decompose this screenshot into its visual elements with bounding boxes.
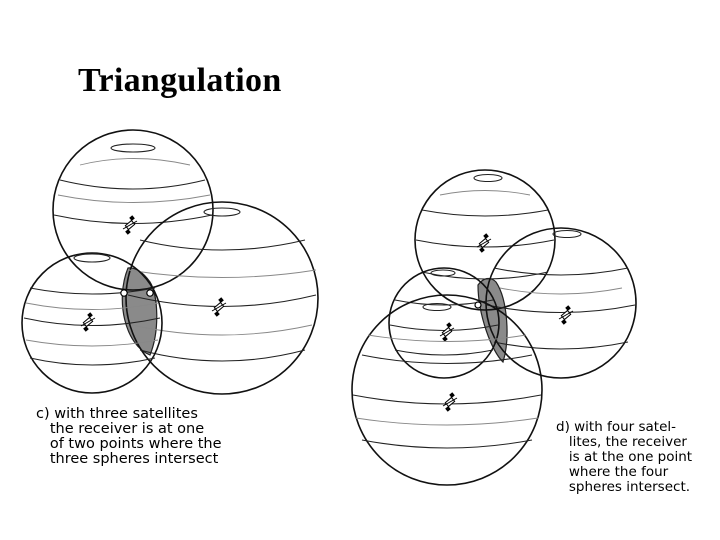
figure-c-three-spheres <box>21 129 319 395</box>
satellite-icon <box>476 232 492 254</box>
satellite-icon <box>80 311 96 333</box>
caption-d: d) with four satel- lites, the receiver … <box>556 419 693 495</box>
satellite-icon <box>439 321 455 343</box>
receiver-point-icon <box>120 289 128 297</box>
sphere-right-d <box>485 227 637 379</box>
satellite-icon <box>122 214 138 236</box>
receiver-point-icon <box>474 301 482 309</box>
sphere-middle-d <box>388 267 500 379</box>
page-title: Triangulation <box>78 62 282 99</box>
receiver-point-icon <box>146 289 154 297</box>
figure-d-four-spheres <box>351 169 637 486</box>
satellite-icon <box>442 391 458 413</box>
caption-c: c) with three satellites the receiver is… <box>36 406 222 467</box>
sphere-left-c <box>21 252 163 394</box>
sphere-bottom-d <box>351 294 543 486</box>
sphere-top-d <box>414 169 556 311</box>
satellite-icon <box>558 304 574 326</box>
